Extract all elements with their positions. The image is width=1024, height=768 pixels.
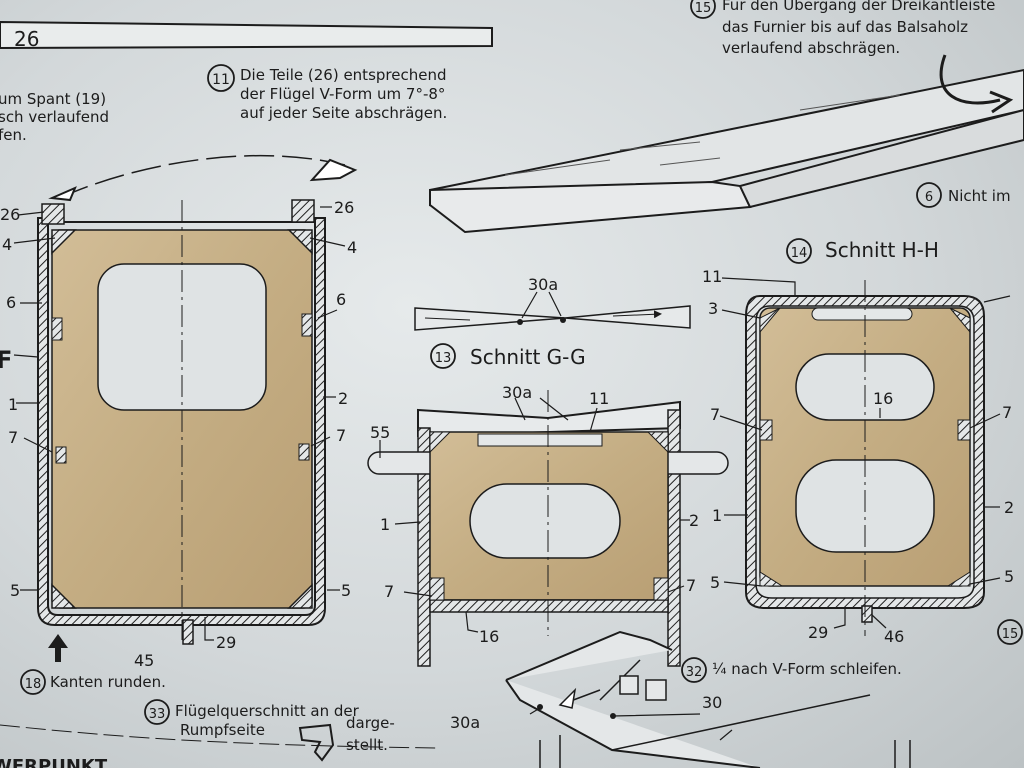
note-line: ¼ nach V-Form schleifen. [712, 660, 902, 678]
wing-root-sketch: 30a 30 [450, 630, 911, 768]
note-top-left: um Spant (19) sch verlaufend fen. [0, 90, 109, 144]
part-label: 7 [384, 582, 394, 601]
note-line: Rumpfseite [180, 721, 265, 739]
part-label: 30 [702, 693, 722, 712]
arrow-right-icon [309, 158, 358, 182]
page-header: 26 [0, 20, 493, 51]
step-circle [681, 657, 707, 683]
part-label: 2 [338, 389, 348, 408]
part-label: 1 [8, 395, 18, 414]
section-title: Schnitt H-H [825, 238, 939, 262]
note-11: 11 Die Teile (26) entsprechend der Flüge… [207, 64, 447, 122]
step-circle [997, 619, 1023, 645]
part-label: 16 [873, 389, 893, 408]
part-label: 16 [479, 627, 499, 646]
step-circle [207, 64, 235, 92]
step-number: 11 [212, 72, 230, 88]
part-label: 7 [1002, 403, 1012, 422]
part-label: 29 [216, 633, 236, 652]
note-33: 33 Flügelquerschnitt an der Rumpfseite d… [0, 699, 441, 768]
step-circle [20, 669, 46, 695]
section-title: Schnitt G-G [470, 345, 586, 369]
note-line: Flügelquerschnitt an der [175, 702, 360, 720]
step-number: 32 [686, 665, 703, 680]
part-label: 7 [8, 428, 18, 447]
page-number: 26 [14, 27, 39, 51]
note-line: auf jeder Seite abschrägen. [240, 104, 447, 122]
part-label: 5 [10, 581, 20, 600]
part-label: 26 [334, 198, 354, 217]
step-number: 15 [1002, 627, 1019, 642]
part-label: 45 [134, 651, 154, 670]
bottom-label: WERPUNKT [0, 756, 108, 768]
part-label: 4 [2, 235, 12, 254]
part-label: 7 [710, 405, 720, 424]
wing-profile-icon [298, 723, 335, 762]
note-line: Die Teile (26) entsprechend [240, 66, 446, 84]
step-number: 6 [925, 190, 933, 205]
note-line: sch verlaufend [0, 108, 109, 126]
bevel-arrow [48, 154, 358, 202]
part-label: 55 [370, 423, 390, 442]
part-label: 26 [0, 205, 20, 224]
part-label: 6 [6, 293, 16, 312]
note-32: 32 ¼ nach V-Form schleifen. [681, 657, 902, 683]
note-line: darge- [346, 714, 395, 732]
note-line: verlaufend abschrägen. [722, 39, 900, 57]
step-number: 15 [695, 1, 712, 16]
step-number: 13 [435, 351, 452, 366]
note-line: der Flügel V-Form um 7°-8° [240, 85, 445, 103]
curved-arrow-icon [939, 54, 1001, 105]
step-number: 33 [149, 707, 166, 722]
step-number: 18 [25, 677, 42, 692]
arrow-left-icon [558, 687, 577, 709]
note-line: Kanten runden. [50, 673, 166, 691]
note-line: stellt. [346, 736, 388, 754]
part-label: 7 [686, 576, 696, 595]
part-label: 1 [712, 506, 722, 525]
step-circle [430, 343, 456, 369]
part-label: 30a [502, 383, 532, 402]
part-label: 29 [808, 623, 828, 642]
section-g-g: 13 Schnitt G-G 55 30a 11 1 2 [367, 343, 729, 667]
part-label: 5 [1004, 567, 1014, 586]
step-circle [786, 238, 812, 264]
note-15: 15 Für den Übergang der Dreikantleiste d… [690, 0, 995, 57]
part-label: 11 [702, 267, 722, 286]
note-line: fen. [0, 126, 27, 144]
section-h-h: 14 Schnitt H-H 11 3 7 7 16 1 2 [702, 238, 1023, 646]
part-label: 30a [528, 275, 558, 294]
part-label: 1 [380, 515, 390, 534]
arrow-left-icon [48, 186, 77, 202]
note-6: Nicht im [948, 187, 1011, 205]
note-line: das Furnier bis auf das Balsaholz [722, 18, 968, 36]
part-label: 6 [336, 290, 346, 309]
former-cutout [469, 483, 621, 559]
step-number: 14 [791, 246, 808, 261]
note-line: um Spant (19) [0, 90, 106, 108]
step-circle [144, 699, 170, 725]
part-label: 30a [450, 713, 480, 732]
part-label: 4 [347, 238, 357, 257]
note-18: 18 Kanten runden. [20, 669, 166, 695]
arrow-up-icon [48, 634, 68, 662]
part-label: 7 [336, 426, 346, 445]
part-label: 2 [689, 511, 699, 530]
frame-letter: F [0, 346, 12, 374]
step-circle [916, 182, 942, 208]
part-label: 46 [884, 627, 904, 646]
step-circle [690, 0, 716, 19]
wing-plank-drawing: 6 Nicht im [429, 54, 1024, 234]
dihedral-sketch: 30a [414, 275, 691, 331]
part-label: 11 [589, 389, 609, 408]
frame-f-section: 26 26 4 4 6 6 F 1 2 7 7 5 5 45 29 [0, 198, 357, 670]
part-label: 2 [1004, 498, 1014, 517]
part-label: 5 [341, 581, 351, 600]
part-label: 3 [708, 299, 718, 318]
part-label: 5 [710, 573, 720, 592]
note-line: Für den Übergang der Dreikantleiste [722, 0, 995, 14]
